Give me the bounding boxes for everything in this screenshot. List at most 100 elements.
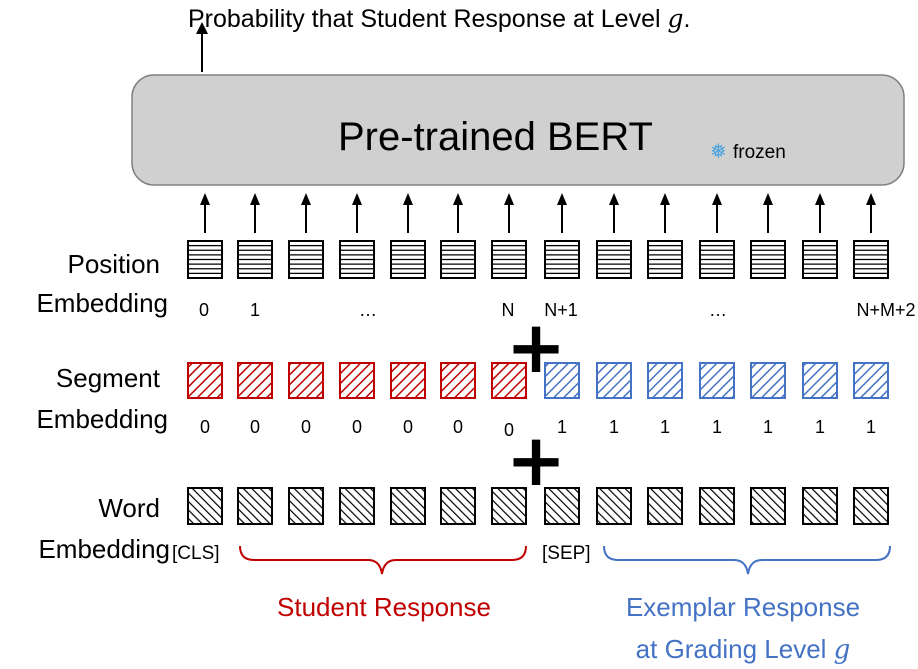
cls-token-label: [CLS] (172, 543, 220, 564)
token-arrowhead (403, 193, 413, 205)
token-arrowhead (763, 193, 773, 205)
position-row-label-2: Embedding (36, 288, 168, 318)
segment-index: 0 (453, 417, 463, 437)
segment-indices: 0 0 0 0 0 0 0 1 1 1 1 1 1 1 (200, 417, 876, 440)
position-indices: 0 1 … N N+1 … N+M+2 (199, 300, 916, 320)
segment-token-exemplar (750, 362, 786, 399)
student-response-label: Student Response (277, 592, 491, 622)
position-token (802, 240, 838, 279)
segment-index: 1 (866, 417, 876, 437)
segment-index: 1 (815, 417, 825, 437)
word-token (544, 487, 580, 525)
segment-token-exemplar (699, 362, 735, 399)
segment-token-student (390, 362, 426, 399)
token-arrowhead (660, 193, 670, 205)
frozen-label: frozen (733, 142, 786, 163)
segment-token-student (440, 362, 476, 399)
segment-embedding-row (187, 362, 889, 399)
segment-index: 1 (763, 417, 773, 437)
segment-row-label-2: Embedding (36, 404, 168, 434)
word-token (237, 487, 273, 525)
position-index: 0 (199, 300, 209, 320)
position-index: 1 (250, 300, 260, 320)
plus-icon-upper: + (506, 305, 566, 389)
position-token (339, 240, 375, 279)
student-brace (239, 545, 527, 575)
position-token (187, 240, 223, 279)
position-token (853, 240, 889, 279)
segment-index: 1 (609, 417, 619, 437)
segment-index: 0 (403, 417, 413, 437)
position-token (647, 240, 683, 279)
segment-index: 1 (557, 417, 567, 437)
token-arrowhead (352, 193, 362, 205)
word-token (647, 487, 683, 525)
exemplar-brace (603, 545, 891, 575)
token-arrowhead (866, 193, 876, 205)
word-token (288, 487, 324, 525)
token-arrowhead (453, 193, 463, 205)
token-arrowhead (712, 193, 722, 205)
segment-index: 0 (250, 417, 260, 437)
segment-index: 1 (660, 417, 670, 437)
segment-token-exemplar (647, 362, 683, 399)
segment-token-student (339, 362, 375, 399)
exemplar-response-label: Exemplar Response (626, 592, 860, 622)
word-token (853, 487, 889, 525)
token-arrowhead (504, 193, 514, 205)
word-token (750, 487, 786, 525)
segment-token-student (288, 362, 324, 399)
exemplar-level-label: at Grading Level g (636, 634, 851, 665)
segment-row-label: Segment (56, 363, 161, 393)
plus-icon-lower: + (506, 418, 566, 502)
position-token (750, 240, 786, 279)
segment-index: 0 (504, 420, 514, 440)
segment-token-exemplar (596, 362, 632, 399)
word-token (699, 487, 735, 525)
position-index: … (709, 300, 727, 320)
word-token (802, 487, 838, 525)
position-token (237, 240, 273, 279)
sep-token-label: [SEP] (542, 543, 591, 564)
segment-token-exemplar (544, 362, 580, 399)
segment-token-exemplar (853, 362, 889, 399)
segment-token-student (237, 362, 273, 399)
segment-index: 1 (712, 417, 722, 437)
position-token (390, 240, 426, 279)
position-embedding-row (187, 240, 889, 279)
position-token (596, 240, 632, 279)
bert-label: Pre-trained BERT (338, 115, 653, 159)
segment-token-student (491, 362, 527, 399)
word-row-label-2: Embedding (38, 534, 170, 564)
position-token (440, 240, 476, 279)
token-arrowhead (815, 193, 825, 205)
token-arrowhead (557, 193, 567, 205)
position-index: N (502, 300, 515, 320)
segment-index: 0 (301, 417, 311, 437)
output-label: Probability that Student Response at Lev… (188, 4, 690, 33)
token-arrowhead (200, 193, 210, 205)
word-token (339, 487, 375, 525)
segment-index: 0 (200, 417, 210, 437)
position-token (288, 240, 324, 279)
position-token (699, 240, 735, 279)
word-token (440, 487, 476, 525)
token-arrows (200, 193, 876, 233)
word-embedding-row (187, 487, 889, 525)
segment-index: 0 (352, 417, 362, 437)
word-token (187, 487, 223, 525)
position-index: N+1 (544, 300, 578, 320)
position-index: … (359, 300, 377, 320)
token-arrowhead (301, 193, 311, 205)
word-token (596, 487, 632, 525)
token-arrowhead (609, 193, 619, 205)
snowflake-icon: ❅ (710, 139, 727, 163)
word-row-label: Word (98, 493, 160, 523)
output-arrowhead (196, 22, 208, 34)
segment-token-exemplar (802, 362, 838, 399)
position-token (544, 240, 580, 279)
position-token (491, 240, 527, 279)
position-index: N+M+2 (856, 300, 915, 320)
word-token (491, 487, 527, 525)
